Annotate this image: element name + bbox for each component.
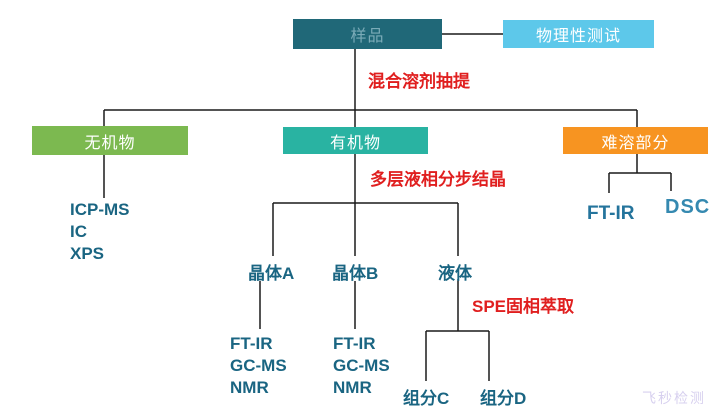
node-component-d: 组分D bbox=[480, 389, 527, 408]
node-crystal-b: 晶体B bbox=[332, 264, 379, 283]
method-item: IC bbox=[70, 222, 87, 241]
process-label-extraction: 混合溶剂抽提 bbox=[368, 72, 470, 91]
method-item: GC-MS bbox=[333, 356, 390, 375]
node-liquid: 液体 bbox=[438, 264, 472, 283]
node-inorganic: 无机物 bbox=[32, 126, 188, 155]
node-sample: 样品 bbox=[293, 19, 442, 49]
process-label-crystallization: 多层液相分步结晶 bbox=[370, 170, 506, 189]
methods-crystal-a: FT-IR GC-MS NMR bbox=[230, 333, 287, 399]
methods-crystal-b: FT-IR GC-MS NMR bbox=[333, 333, 390, 399]
method-insoluble-ftir: FT-IR bbox=[587, 203, 635, 224]
node-insoluble: 难溶部分 bbox=[563, 127, 708, 154]
node-organic: 有机物 bbox=[283, 127, 428, 154]
node-component-c: 组分C bbox=[403, 389, 450, 408]
methods-inorganic: ICP-MS IC XPS bbox=[70, 199, 130, 265]
node-crystal-a: 晶体A bbox=[248, 264, 295, 283]
method-item: FT-IR bbox=[230, 334, 273, 353]
method-item: ICP-MS bbox=[70, 200, 130, 219]
method-insoluble-dsc: DSC bbox=[665, 196, 711, 218]
method-item: FT-IR bbox=[333, 334, 376, 353]
method-item: NMR bbox=[333, 378, 372, 397]
method-item: NMR bbox=[230, 378, 269, 397]
node-physical-test: 物理性测试 bbox=[503, 20, 654, 48]
method-item: GC-MS bbox=[230, 356, 287, 375]
process-label-spe: SPE固相萃取 bbox=[472, 297, 575, 316]
watermark: 飞秒检测 bbox=[642, 390, 706, 406]
method-item: XPS bbox=[70, 244, 105, 263]
